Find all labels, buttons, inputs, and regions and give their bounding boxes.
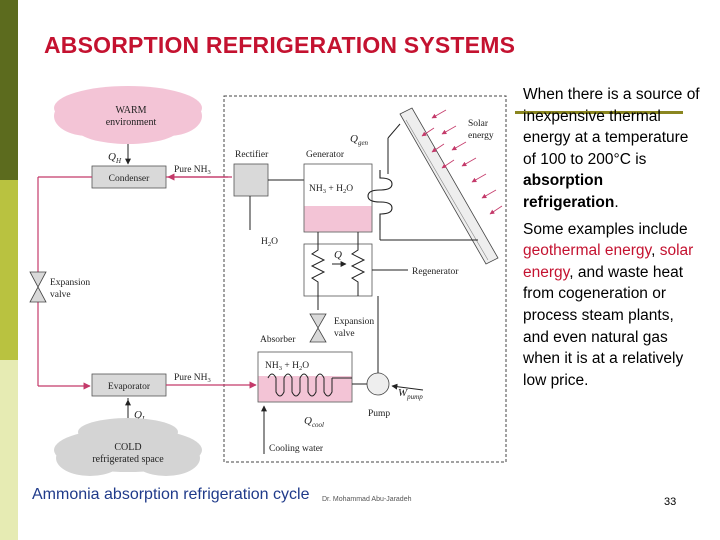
absorption-cycle-diagram: WARM environment QH Condenser Pure NH3 R…	[29, 86, 507, 476]
expansion-valve-left	[29, 271, 47, 303]
qgen-label: Qgen	[350, 133, 369, 147]
highlight-geothermal: geothermal energy	[523, 242, 652, 260]
cold-space-label: refrigerated space	[92, 454, 164, 465]
cooling-water-label: Cooling water	[269, 444, 324, 454]
regenerator-left-coil	[310, 232, 326, 310]
absorber-liquid	[258, 376, 352, 402]
solar-label-2: energy	[468, 131, 494, 141]
pump-label: Pump	[368, 409, 390, 419]
generator-mix-label: NH3 + H2O	[309, 184, 353, 195]
diagram-caption: Ammonia absorption refrigeration cycle	[32, 486, 310, 503]
slide-number: 33	[664, 496, 677, 508]
expansion-valve-middle-label-1: Expansion	[334, 317, 374, 327]
expansion-valve-middle-label-2: valve	[334, 329, 355, 339]
pump-body	[366, 372, 390, 396]
expansion-valve-left-label-1: Expansion	[50, 278, 90, 288]
generator-coil	[367, 170, 393, 230]
cold-label: COLD	[114, 442, 141, 453]
condenser-label: Condenser	[109, 174, 150, 184]
regenerator-right-coil	[350, 232, 366, 296]
regenerator-q-label: Q	[334, 249, 342, 261]
cold-space-cloud	[54, 418, 202, 476]
absorber-coil	[267, 373, 333, 397]
solar-collector	[379, 107, 499, 265]
expansion-valve-middle	[309, 313, 327, 343]
generator-label: Generator	[306, 150, 345, 160]
qh-label: QH	[108, 151, 122, 165]
highlight-solar: solar energy	[523, 242, 694, 281]
description-paragraph-2: Some examples include geothermal energy,…	[523, 220, 694, 389]
regenerator-label: Regenerator	[412, 267, 459, 277]
rectifier-label: Rectifier	[235, 149, 269, 160]
pure-nh3-top-label: Pure NH3	[174, 165, 211, 176]
h2o-label: H2O	[261, 237, 278, 248]
accent-line	[515, 111, 683, 114]
description-paragraph-1: When there is a source of inexpensive th…	[523, 86, 700, 211]
warm-label: WARM	[115, 105, 146, 116]
pure-nh3-bottom-label: Pure NH3	[174, 373, 211, 384]
absorber-label: Absorber	[260, 335, 296, 345]
slide-title: ABSORPTION REFRIGERATION SYSTEMS	[44, 32, 516, 58]
generator-liquid	[304, 206, 372, 232]
solar-label-1: Solar	[468, 119, 489, 129]
evaporator-label: Evaporator	[108, 382, 151, 392]
solar-rays	[421, 109, 503, 215]
description-text: When there is a source of inexpensive th…	[523, 84, 701, 396]
side-bar-light	[0, 360, 18, 540]
author-footer: Dr. Mohammad Abu-Jaradeh	[322, 496, 412, 503]
warm-environment-label: environment	[106, 117, 157, 128]
side-bar-dark	[0, 0, 18, 180]
wpump-arrow	[391, 383, 424, 391]
side-bar-mid	[0, 180, 18, 360]
absorber-mix-label: NH3 + H2O	[265, 361, 309, 372]
warm-environment-cloud	[54, 86, 202, 144]
expansion-valve-left-label-2: valve	[50, 290, 71, 300]
qcool-label: Qcool	[304, 415, 324, 429]
system-boundary	[223, 95, 507, 463]
rectifier-box	[233, 163, 269, 197]
wpump-label: Wpump	[398, 387, 423, 401]
